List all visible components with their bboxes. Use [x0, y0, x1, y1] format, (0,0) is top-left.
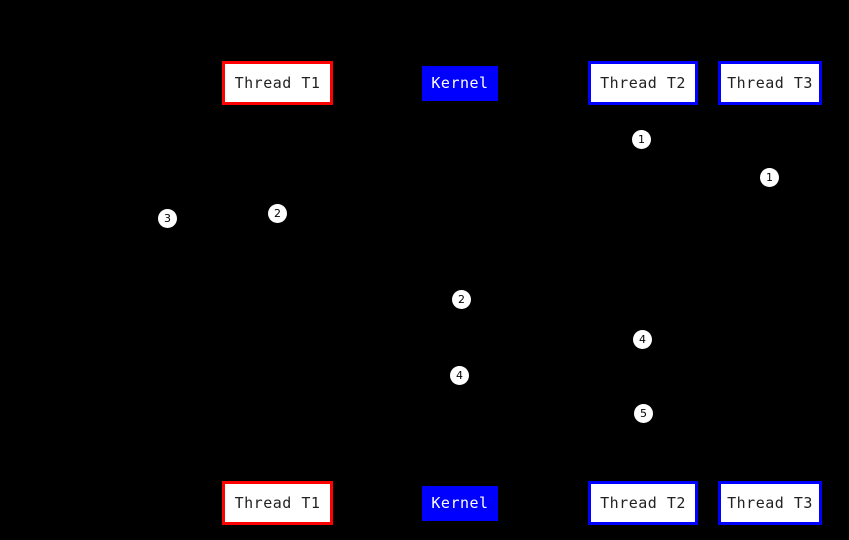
step-badge: 3	[158, 209, 177, 228]
step-number: 4	[639, 333, 646, 346]
participant-label: Thread T2	[600, 493, 686, 512]
participant-thread-t3-bottom[interactable]: Thread T3	[718, 481, 822, 525]
step-number: 4	[456, 369, 463, 382]
step-badge: 4	[633, 330, 652, 349]
lifeline-thread-t3	[770, 105, 771, 481]
step-number: 3	[164, 212, 171, 225]
participant-label: Thread T2	[600, 73, 686, 92]
step-badge: 1	[632, 130, 651, 149]
participant-thread-t3-top[interactable]: Thread T3	[718, 61, 822, 105]
participant-label: Thread T3	[727, 73, 813, 92]
participant-label: Thread T1	[234, 73, 321, 92]
step-badge: 2	[268, 204, 287, 223]
participant-label: Thread T3	[727, 493, 813, 512]
step-number: 5	[640, 407, 647, 420]
participant-kernel-top[interactable]: Kernel	[422, 66, 498, 101]
lifeline-thread-t1	[277, 105, 278, 481]
step-badge: 1	[760, 168, 779, 187]
participant-kernel-bottom[interactable]: Kernel	[422, 486, 498, 521]
lifeline-thread-t2	[642, 105, 643, 481]
participant-thread-t1-bottom[interactable]: Thread T1	[222, 481, 333, 525]
participant-thread-t2-top[interactable]: Thread T2	[588, 61, 698, 105]
participant-thread-t2-bottom[interactable]: Thread T2	[588, 481, 698, 525]
participant-label: Kernel	[431, 494, 489, 512]
step-badge: 2	[452, 290, 471, 309]
participant-label: Kernel	[431, 74, 489, 92]
participant-thread-t1-top[interactable]: Thread T1	[222, 61, 333, 105]
step-number: 1	[766, 171, 773, 184]
step-number: 2	[458, 293, 465, 306]
step-badge: 4	[450, 366, 469, 385]
step-number: 2	[274, 207, 281, 220]
step-number: 1	[638, 133, 645, 146]
step-badge: 5	[634, 404, 653, 423]
participant-label: Thread T1	[234, 493, 321, 512]
